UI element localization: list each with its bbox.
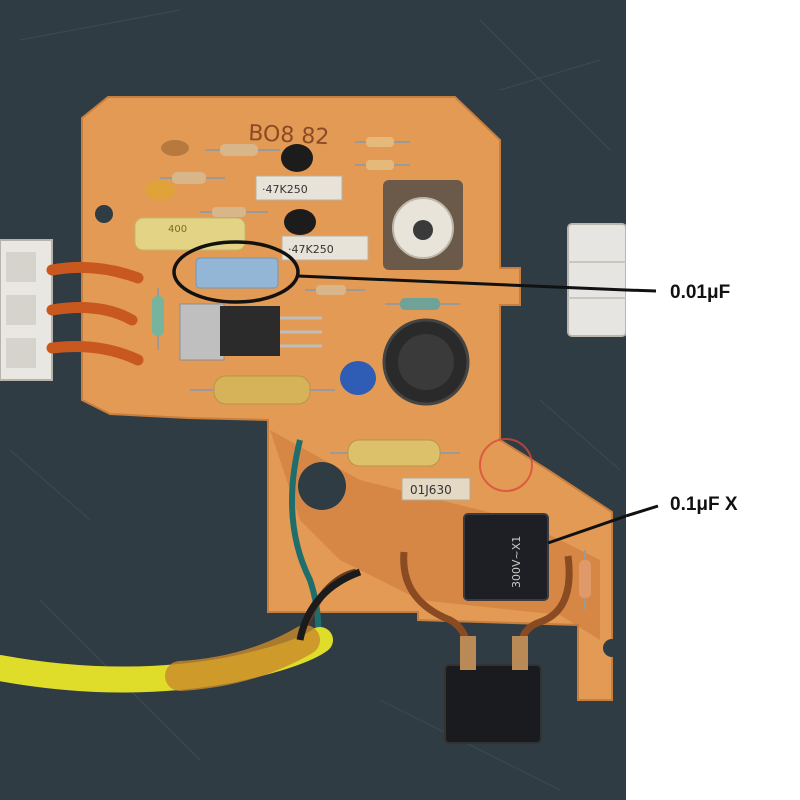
annotation-label: 0.01μF — [670, 282, 731, 303]
power-resistor-marking: ·47K250 — [288, 243, 334, 256]
inductor-core — [398, 334, 454, 390]
annotation-lines-margin — [626, 288, 659, 518]
resistors — [152, 137, 591, 610]
highlight-ellipse — [172, 240, 300, 304]
small-capacitor — [161, 140, 189, 156]
wirewound-resistor — [401, 477, 471, 501]
connector-slot — [6, 252, 36, 282]
annotation-line — [547, 514, 626, 545]
axial-capacitor — [213, 375, 311, 405]
x-capacitor — [463, 513, 549, 601]
spade-terminal — [512, 636, 528, 670]
green-wire — [289, 439, 322, 641]
transistor — [281, 144, 313, 172]
transistor — [284, 209, 316, 235]
wirewound-resistor-marking: 01J630 — [410, 483, 452, 497]
regulator-tab — [179, 303, 225, 361]
blue-film-capacitor — [195, 257, 279, 289]
regulator-body — [220, 306, 280, 356]
circuit-board-photo: BO8 82 — [0, 0, 626, 800]
mounting-hole — [95, 205, 113, 223]
power-resistor — [255, 175, 343, 201]
axial-capacitor — [347, 439, 441, 467]
annotation-label: 0.1μF X — [670, 494, 738, 515]
inspection-stamp — [479, 438, 533, 492]
spade-terminal — [460, 636, 476, 670]
small-capacitor — [145, 180, 175, 200]
board-marking: BO8 82 — [248, 121, 330, 150]
trimmer-screw — [413, 220, 433, 240]
film-capacitor-marking: 400 — [168, 224, 187, 235]
power-resistor — [281, 235, 369, 261]
power-resistor-marking: ·47K250 — [262, 183, 308, 196]
orange-wires — [46, 261, 144, 366]
connector-slot — [6, 338, 36, 368]
x-capacitor-marking: 300V~X1 — [510, 536, 523, 588]
cable-sleeve — [165, 625, 320, 691]
annotation-line — [626, 288, 657, 293]
connector-slot — [6, 295, 36, 325]
spade-connector — [444, 664, 542, 744]
black-wire — [296, 568, 362, 641]
mounting-hole — [298, 462, 346, 510]
right-connector — [567, 223, 626, 337]
ceramic-capacitor — [340, 361, 376, 395]
annotation-line — [626, 504, 659, 518]
annotation-line — [297, 274, 626, 292]
film-capacitor — [134, 217, 246, 251]
mounting-hole — [603, 639, 621, 657]
